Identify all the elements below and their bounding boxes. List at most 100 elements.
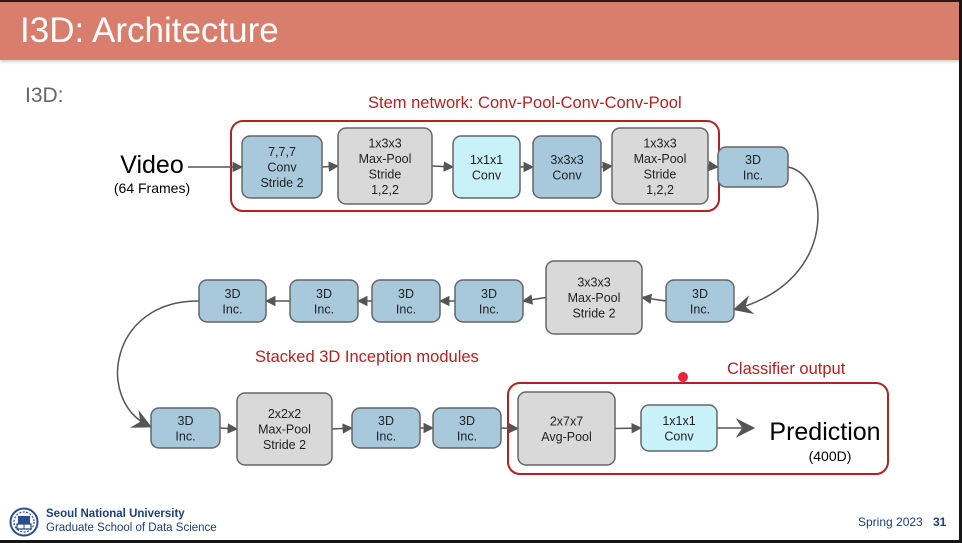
node-box: [351, 407, 421, 449]
node-label-line: Conv: [664, 429, 694, 443]
node-label-line: Stride: [369, 167, 402, 181]
node-box: [545, 260, 643, 335]
node-box: [236, 392, 333, 466]
edge-n2-to-n3: [431, 161, 455, 172]
node-box: [452, 135, 521, 199]
output-sublabel: (400D): [809, 448, 852, 464]
node-label-line: 1x3x3: [643, 136, 676, 150]
node-box: [640, 404, 718, 452]
node-label-line: 3D: [481, 287, 497, 301]
edge-n8-to-n9: [521, 294, 547, 305]
node-label-line: 3D: [316, 287, 332, 301]
node-label-line: 3D: [225, 287, 241, 301]
node-box: [289, 279, 359, 323]
edge-n13-to-n14: [219, 423, 239, 434]
node-label-line: Inc.: [314, 302, 334, 316]
output-label: Prediction: [769, 418, 880, 446]
slide-title: I3D: Architecture: [20, 11, 279, 50]
footer-school: Graduate School of Data Science: [46, 522, 217, 534]
node-label-line: Max-Pool: [258, 423, 311, 437]
group-label-stack: Stacked 3D Inception modules: [255, 348, 479, 366]
node-label-line: 3D: [398, 287, 414, 301]
node-label-line: Inc.: [396, 302, 416, 316]
input-sublabel: (64 Frames): [114, 180, 190, 196]
node-label-line: 3D: [459, 414, 475, 428]
node-label-line: 1,2,2: [371, 183, 399, 197]
edge-n12-to-n13: [116, 300, 200, 428]
node-label-line: Inc.: [457, 429, 477, 443]
node-box: [337, 127, 433, 205]
node-label-line: 2x7x7: [550, 414, 583, 428]
node-box: [611, 127, 709, 205]
edge-n4-to-n5: [600, 161, 614, 173]
node-label-line: Stride 2: [572, 307, 615, 321]
node-label-line: Inc.: [376, 429, 396, 443]
node-box: [665, 279, 735, 323]
node-label-line: Max-Pool: [634, 152, 687, 166]
edge-n1-to-n2: [321, 161, 340, 172]
node-label-line: 3D: [378, 414, 394, 428]
node-label-line: Max-Pool: [568, 291, 621, 305]
edge-n14-to-n15: [331, 423, 354, 434]
title-bar: I3D: Architecture: [0, 0, 959, 60]
node-box: [198, 279, 267, 323]
node-label-line: Inc.: [222, 302, 242, 316]
laser-pointer-dot: [678, 372, 688, 382]
node-label-line: 3x3x3: [577, 276, 610, 290]
node-box: [150, 407, 221, 449]
node-box: [454, 279, 524, 323]
node-box: [371, 279, 441, 323]
node-label-line: Stride 2: [263, 438, 306, 452]
edge-n7-to-n8: [640, 293, 667, 305]
node-label-line: 1x3x3: [368, 136, 401, 150]
page-number: 31: [933, 515, 947, 529]
edge-n16-to-n17: [500, 422, 520, 434]
node-label-line: 3D: [692, 287, 708, 301]
node-label-line: Conv: [472, 168, 502, 182]
footer-university: Seoul National University: [46, 508, 185, 520]
node-label-line: Conv: [267, 161, 297, 175]
node-label-line: 7,7,7: [268, 145, 296, 159]
node-label-line: 3x3x3: [550, 153, 583, 167]
node-label-line: 1,2,2: [646, 183, 674, 197]
node-label-line: Conv: [552, 168, 582, 182]
node-box: [517, 391, 616, 466]
node-box: [432, 407, 502, 449]
node-label-line: Stride 2: [260, 176, 303, 190]
node-label-line: 3D: [745, 153, 761, 167]
node-box: [717, 146, 789, 188]
university-logo-icon: [9, 507, 39, 537]
node-label-line: Stride: [644, 167, 677, 181]
node-box: [241, 135, 323, 199]
edge-n6-to-n7: [732, 166, 819, 315]
group-label-classifier: Classifier output: [727, 360, 846, 378]
footer-term: Spring 2023: [858, 515, 923, 529]
node-label-line: Inc.: [479, 302, 499, 316]
node-label-line: Max-Pool: [359, 152, 412, 166]
node-label-line: Inc.: [743, 168, 763, 182]
node-label-line: Inc.: [690, 302, 710, 316]
edge-n5-to-n6: [707, 160, 720, 172]
edge-n17-to-n18: [614, 422, 643, 434]
node-label-line: 2x2x2: [268, 407, 301, 421]
node-box: [532, 135, 602, 199]
node-label-line: 3D: [178, 414, 194, 428]
